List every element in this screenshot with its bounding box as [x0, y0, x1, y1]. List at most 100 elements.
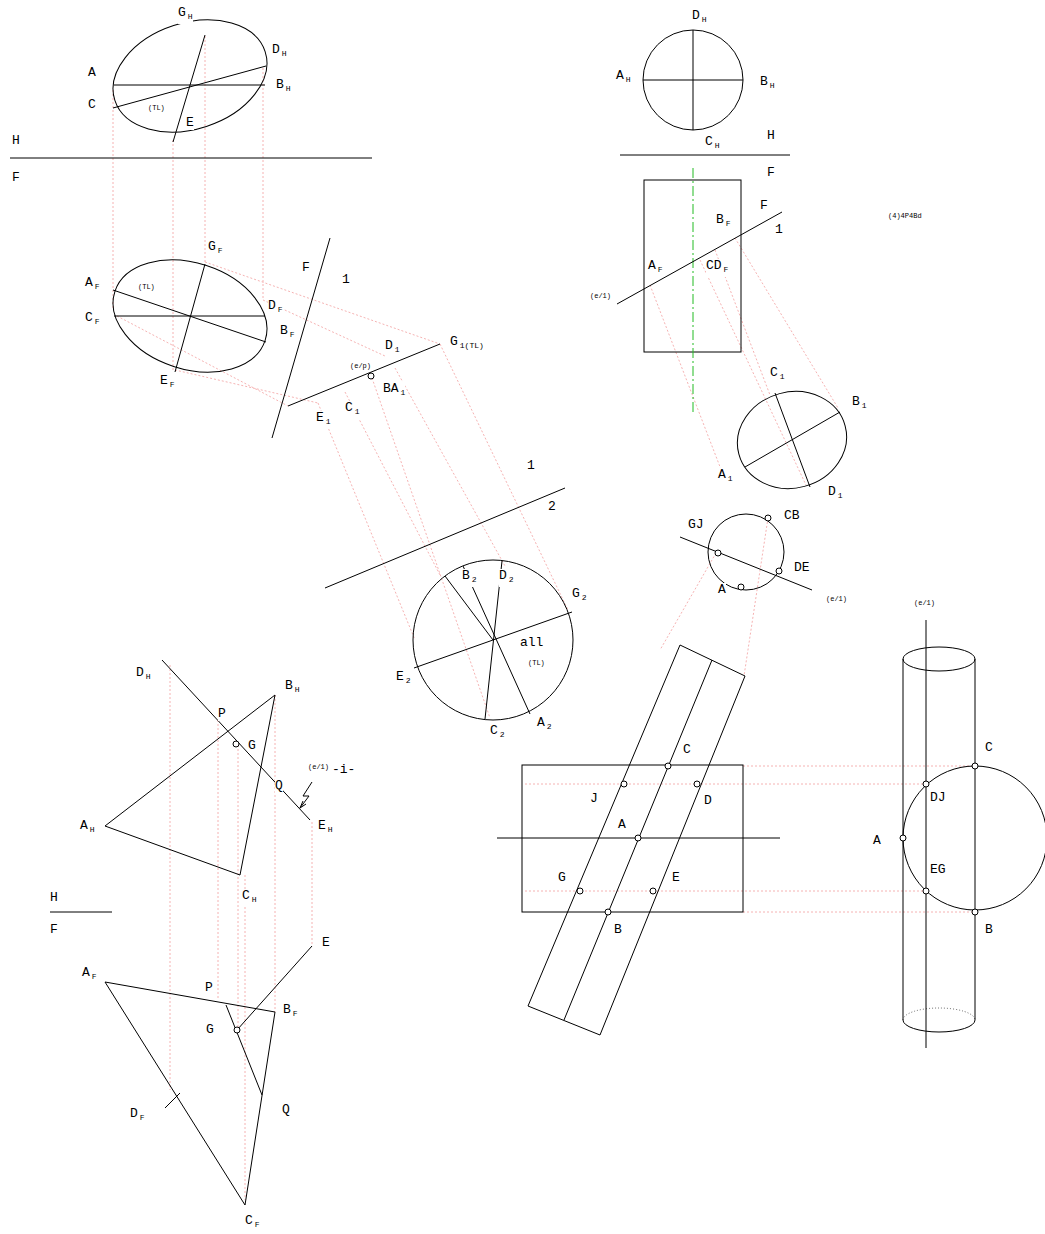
point-label: D1 [385, 339, 400, 357]
point-label: EG [930, 863, 946, 877]
point-label: 1 [527, 459, 535, 473]
point-label: (TL) [138, 283, 155, 292]
point-label: E [186, 116, 194, 130]
subscript: H [770, 81, 775, 90]
subscript: 2 [472, 575, 477, 584]
point-label: CH [705, 135, 720, 153]
point-label: 1 [342, 273, 350, 287]
point-label: C [88, 98, 96, 112]
point-label: DE [794, 561, 810, 575]
point-label: B2 [462, 569, 477, 587]
point-label: BH [276, 78, 291, 96]
point-label: P [218, 707, 226, 721]
subscript: H [328, 825, 333, 834]
point-label: AF [85, 276, 100, 294]
point-label: DH [136, 666, 151, 684]
point-label: (TL) [148, 104, 165, 113]
subscript: H [715, 141, 720, 150]
point-label: BH [760, 75, 775, 93]
point-label: DJ [930, 791, 946, 805]
subscript: 2 [406, 676, 411, 685]
point-label: (e/1) [914, 599, 935, 608]
point-label: E [322, 936, 330, 950]
subscript: H [295, 685, 300, 694]
point-label: H [12, 134, 20, 148]
subscript: 2 [500, 730, 505, 739]
point-label: DH [272, 43, 287, 61]
point-label: E1 [316, 411, 331, 429]
subscript: F [255, 1220, 260, 1229]
point-label: BA1 [383, 382, 405, 400]
subscript: F [293, 1009, 298, 1018]
point-label: EF [160, 374, 175, 392]
point-label: GJ [688, 518, 704, 532]
point-label: A [88, 66, 96, 80]
point-label: AH [616, 69, 631, 87]
point-label: AH [80, 819, 95, 837]
point-label: BF [283, 1003, 298, 1021]
subscript: F [726, 219, 731, 228]
subscript: 2 [547, 722, 552, 731]
subscript: 1 [838, 491, 843, 500]
point-label: EH [318, 819, 333, 837]
point-label: B1 [852, 395, 867, 413]
point-label: G2 [572, 587, 587, 605]
subscript: H [188, 12, 193, 21]
point-label: GH [178, 6, 193, 24]
point-label: E2 [396, 670, 411, 688]
point-label: F [50, 923, 58, 937]
subscript: 1 [780, 372, 785, 381]
point-label: DF [130, 1107, 145, 1125]
point-label: F [760, 199, 768, 213]
point-label: E [672, 871, 680, 885]
subscript: F [218, 246, 223, 255]
point-label: 2 [548, 500, 556, 514]
point-label: F [12, 171, 20, 185]
point-label: A2 [537, 716, 552, 734]
point-label: (e/1) [826, 595, 847, 604]
subscript: 1 [862, 401, 867, 410]
point-label: A [718, 583, 726, 597]
subscript: H [702, 15, 707, 24]
point-label: G [206, 1023, 214, 1037]
point-label: all [520, 636, 543, 650]
subscript: 1 [395, 345, 400, 354]
subscript: F [278, 305, 283, 314]
subscript: F [95, 317, 100, 326]
point-label: Q [275, 779, 283, 793]
point-label: CDF [706, 259, 728, 277]
point-label: G1(TL) [450, 335, 484, 353]
point-label: 1 [775, 223, 783, 237]
point-label: D1 [828, 485, 843, 503]
point-label: Q [282, 1103, 290, 1117]
point-label: C2 [490, 724, 505, 742]
point-label: J [590, 792, 598, 806]
point-label: -i- [332, 763, 355, 777]
subscript: 1 [401, 388, 406, 397]
point-label: AF [648, 259, 663, 277]
subscript: H [146, 672, 151, 681]
subscript: H [626, 75, 631, 84]
point-label: BH [285, 679, 300, 697]
point-label: H [50, 891, 58, 905]
point-label: D [704, 794, 712, 808]
subscript: 1 [728, 474, 733, 483]
subscript: F [658, 265, 663, 274]
point-label: (4)4P4Bd [888, 212, 922, 221]
subscript: 2 [509, 575, 514, 584]
subscript: H [286, 84, 291, 93]
point-label: A1 [718, 468, 733, 486]
subscript: F [724, 265, 729, 274]
point-label: B [614, 923, 622, 937]
subscript: F [290, 330, 295, 339]
subscript: F [170, 380, 175, 389]
point-label: (e/1) [308, 763, 329, 772]
point-label: C1 [345, 401, 360, 419]
point-label: CF [245, 1214, 260, 1232]
point-label: G [248, 739, 256, 753]
point-label: A [618, 818, 626, 832]
subscript: F [95, 282, 100, 291]
subscript: F [140, 1113, 145, 1122]
point-label: BF [280, 324, 295, 342]
